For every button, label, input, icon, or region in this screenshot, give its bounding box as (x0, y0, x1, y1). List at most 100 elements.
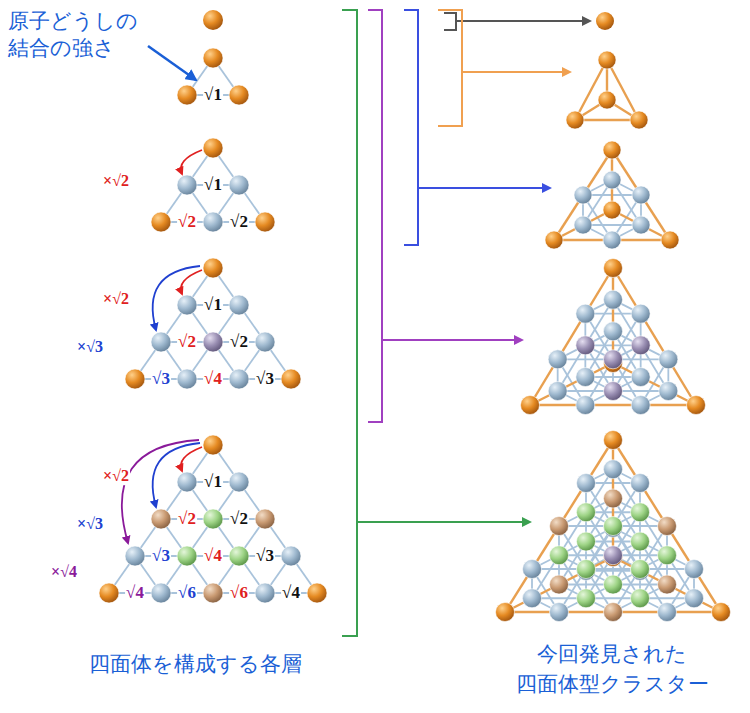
atom (631, 589, 650, 608)
atom (603, 141, 621, 159)
atom (604, 290, 623, 309)
callout-arrow (148, 46, 196, 80)
multiplier-arrow (181, 270, 202, 294)
atom (576, 396, 595, 415)
bond-strength: √2 (177, 510, 197, 529)
atom (177, 472, 197, 492)
bond-strength: √2 (177, 333, 197, 352)
atom (523, 589, 542, 608)
bond-strength: √2 (229, 510, 249, 529)
atom-lattice (99, 10, 731, 622)
atom (574, 186, 592, 204)
atom (548, 382, 567, 401)
atom (631, 503, 650, 522)
atom (604, 575, 623, 594)
bond-strength: √2 (177, 213, 197, 232)
atom (661, 231, 679, 249)
atom (229, 295, 249, 315)
atom (576, 368, 595, 387)
atom (712, 603, 731, 622)
atom (203, 435, 223, 455)
multiplier-label: ×√2 (102, 290, 130, 308)
atom (177, 295, 197, 315)
atom (598, 51, 616, 69)
multiplier-label: ×√3 (76, 338, 104, 356)
atom (658, 546, 677, 565)
atom (659, 350, 678, 369)
bond (607, 60, 639, 120)
brackets (342, 10, 590, 636)
atom (604, 517, 623, 536)
atom (255, 583, 275, 603)
atom (151, 332, 171, 352)
atom (577, 503, 596, 522)
bond-strength: √6 (229, 584, 249, 603)
atom (631, 474, 650, 493)
multiplier-arrow (122, 440, 199, 543)
atom (125, 546, 145, 566)
bond-strength: √3 (255, 370, 275, 389)
bond-strength: √1 (203, 86, 223, 105)
atom (685, 560, 704, 579)
atom (255, 212, 275, 232)
atom (659, 382, 678, 401)
atom (577, 532, 596, 551)
bond-strength: √1 (203, 296, 223, 315)
atom (658, 603, 677, 622)
atom (550, 575, 569, 594)
atom (177, 546, 197, 566)
atom (229, 175, 249, 195)
atom (658, 517, 677, 536)
atom (604, 322, 623, 341)
atom (598, 91, 616, 109)
atom (576, 336, 595, 355)
bond-strength: √4 (203, 547, 223, 566)
atom (177, 369, 197, 389)
atom (604, 431, 623, 450)
atom (631, 532, 650, 551)
atom (577, 560, 596, 579)
atom (203, 332, 223, 352)
atom (255, 509, 275, 529)
bond-strength: √3 (151, 370, 171, 389)
atom (550, 603, 569, 622)
atom (687, 396, 706, 415)
atom (577, 589, 596, 608)
multiplier-arrow (181, 150, 202, 174)
caption: 四面体を構成する各層 (89, 649, 302, 679)
atom (496, 603, 515, 622)
bond-strength: √1 (203, 176, 223, 195)
atom (151, 583, 171, 603)
multiplier-label: ×√2 (102, 467, 130, 485)
atom (603, 231, 621, 249)
atom (151, 212, 171, 232)
atom (203, 138, 223, 158)
atom (523, 560, 542, 579)
atom (99, 583, 119, 603)
atom (604, 382, 623, 401)
atom (203, 212, 223, 232)
atom (521, 396, 540, 415)
atom (658, 575, 677, 594)
atom (203, 10, 223, 30)
atom (604, 350, 623, 369)
atom (229, 546, 249, 566)
atom (576, 304, 595, 323)
atom (603, 201, 621, 219)
atom (574, 216, 592, 234)
callout-text: 原子どうしの 結合の強さ (8, 8, 158, 63)
atom (603, 171, 621, 189)
atom (631, 396, 650, 415)
bond (575, 60, 607, 120)
multiplier-arrow (153, 266, 200, 330)
multiplier-arrow (181, 447, 202, 471)
bond-strength: √3 (151, 547, 171, 566)
atom (604, 489, 623, 508)
atom (125, 369, 145, 389)
atom (631, 560, 650, 579)
bond-strength: √6 (177, 584, 197, 603)
atom (281, 369, 301, 389)
bond-strength: √4 (203, 370, 223, 389)
atom (281, 546, 301, 566)
